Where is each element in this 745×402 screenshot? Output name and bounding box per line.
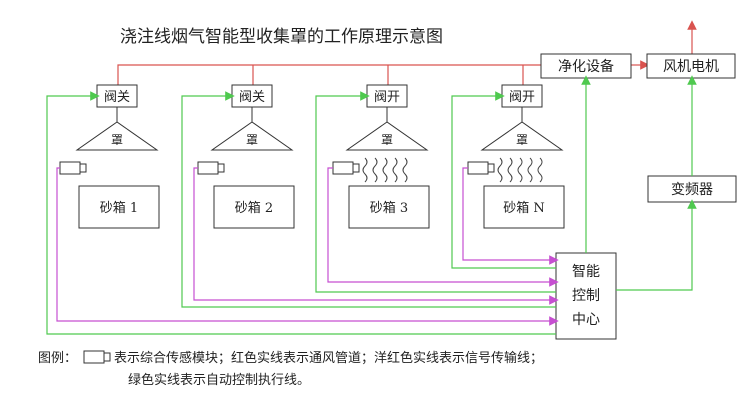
fan-motor-label: 风机电机: [663, 59, 719, 75]
control-line-valve-n: [451, 91, 556, 269]
hood-group: 罩 罩 罩 罩: [75, 121, 564, 151]
sandbox-1-label: 砂箱 1: [100, 200, 138, 216]
duct-lines: [117, 20, 697, 85]
hood-2: [210, 121, 294, 151]
legend-line1: 表示综合传感模块；红色实线表示通风管道；洋红色实线表示信号传输线；: [114, 350, 543, 366]
control-line-valve-3: [315, 91, 556, 293]
hood-3-label: 罩: [381, 133, 393, 147]
sandbox-3-label: 砂箱 3: [370, 200, 408, 216]
sandbox-1: [78, 185, 160, 229]
control-line-valve-2: [181, 91, 556, 308]
hood-n-label: 罩: [516, 133, 528, 147]
valve-hood-links: [116, 107, 523, 122]
valve-1-label: 阀关: [104, 90, 130, 105]
signal-line-sensor-2: [193, 167, 559, 305]
sensor-module-icon: [197, 161, 225, 175]
sandbox-2: [213, 185, 295, 229]
legend-line2: 绿色实线表示自动控制执行线。: [128, 372, 310, 388]
control-center-box: [555, 252, 617, 340]
sensor-group: [59, 161, 495, 175]
control-line-inverter: [616, 199, 697, 291]
duct-main: [117, 64, 541, 85]
hood-1-label: 罩: [111, 133, 123, 147]
control-center-line2: 控制: [572, 288, 600, 304]
sensor-module-icon: [83, 350, 111, 364]
sandbox-n-label: 砂箱 N: [503, 200, 545, 216]
signal-line-sensor-n: [462, 167, 559, 265]
control-center-line1: 智能: [572, 264, 600, 280]
valve-2-label: 阀关: [239, 90, 265, 105]
sensor-module-icon: [332, 161, 360, 175]
hood-n: [480, 121, 564, 151]
smoke-icon: [362, 157, 543, 183]
sensor-module-icon: [467, 161, 495, 175]
control-center-line3: 中心: [572, 312, 600, 328]
signal-line-sensor-3: [327, 167, 559, 287]
hood-2-label: 罩: [246, 133, 258, 147]
hood-3: [345, 121, 429, 151]
diagram-title: 浇注线烟气智能型收集罩的工作原理示意图: [120, 27, 443, 47]
inverter-label: 变频器: [671, 182, 713, 198]
valve-n-label: 阀开: [509, 90, 535, 105]
control-line-valve-1: [46, 91, 556, 335]
legend: 图例： 表示综合传感模块；红色实线表示通风管道；洋红色实线表示信号传输线； 绿色…: [38, 350, 543, 388]
signal-lines: [56, 167, 559, 326]
sandbox-group: 砂箱 1 砂箱 2 砂箱 3 砂箱 N: [78, 185, 565, 229]
purifier-label: 净化设备: [558, 58, 614, 75]
legend-prefix: 图例：: [38, 351, 77, 366]
hood-1: [75, 121, 159, 151]
valve-3-label: 阀开: [374, 90, 400, 105]
sensor-module-icon: [59, 161, 87, 175]
signal-line-sensor-1: [56, 167, 559, 326]
sandbox-3: [348, 185, 430, 229]
sandbox-2-label: 砂箱 2: [235, 200, 273, 216]
control-lines: [46, 75, 697, 335]
sandbox-n: [483, 185, 565, 229]
